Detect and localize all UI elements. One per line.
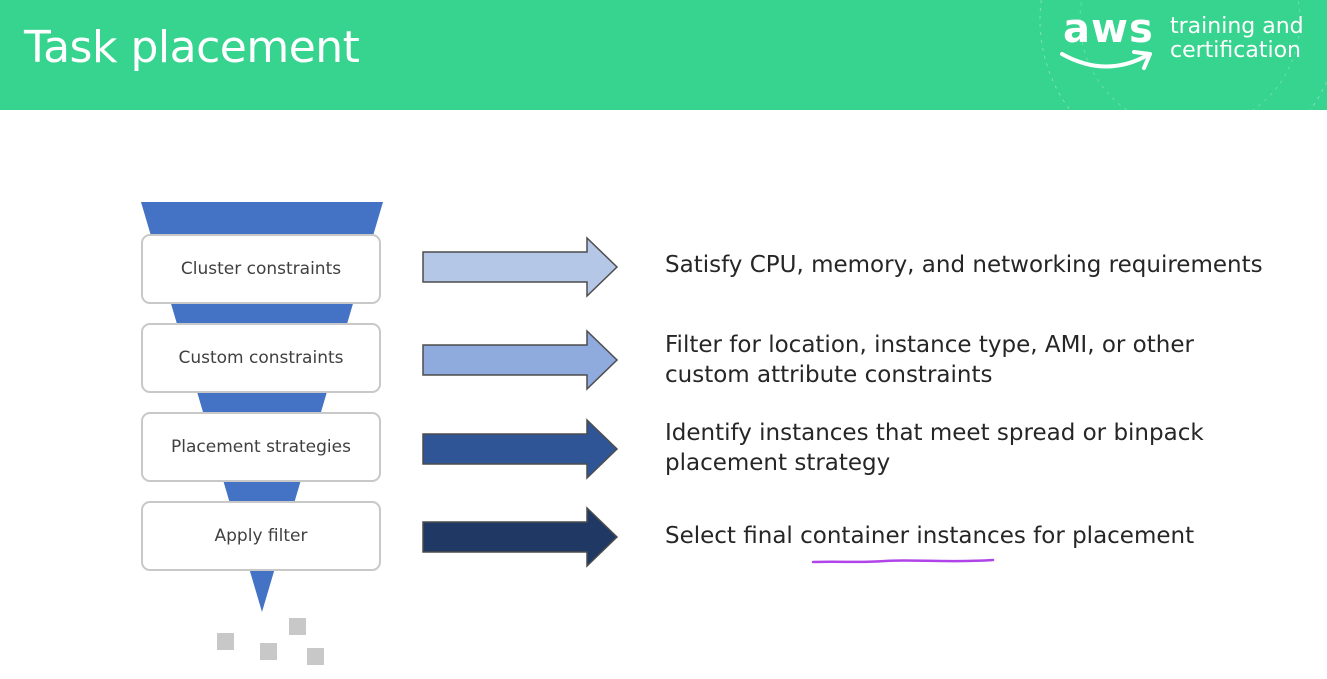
arrow-3 [422, 418, 619, 480]
description-custom-constraints: Filter for location, instance type, AMI,… [665, 332, 1194, 388]
page-title: Task placement [24, 22, 360, 73]
header-decoration [1039, 0, 1327, 110]
arrow-1 [422, 236, 619, 298]
description-cluster-constraints: Satisfy CPU, memory, and networking requ… [665, 252, 1263, 278]
arrow-4 [422, 506, 619, 568]
aws-logo: aws [1063, 6, 1154, 52]
annotation-underline [811, 558, 995, 564]
description-apply-filter: Select final container instances for pla… [665, 523, 1195, 549]
aws-smile-icon [1060, 50, 1152, 70]
arrow-2 [422, 329, 619, 391]
description-placement-strategies: Identify instances that meet spread or b… [665, 420, 1204, 476]
pixel-square [217, 633, 234, 650]
step-box-cluster-constraints: Cluster constraints [141, 234, 381, 304]
step-box-apply-filter: Apply filter [141, 501, 381, 571]
slide-header: Task placement aws training and certific… [0, 0, 1327, 110]
pixel-square [307, 648, 324, 665]
pixel-square [289, 618, 306, 635]
logo-subtitle: training and certification [1170, 14, 1304, 63]
step-box-custom-constraints: Custom constraints [141, 323, 381, 393]
funnel [141, 202, 383, 612]
step-box-placement-strategies: Placement strategies [141, 412, 381, 482]
pixel-square [260, 643, 277, 660]
